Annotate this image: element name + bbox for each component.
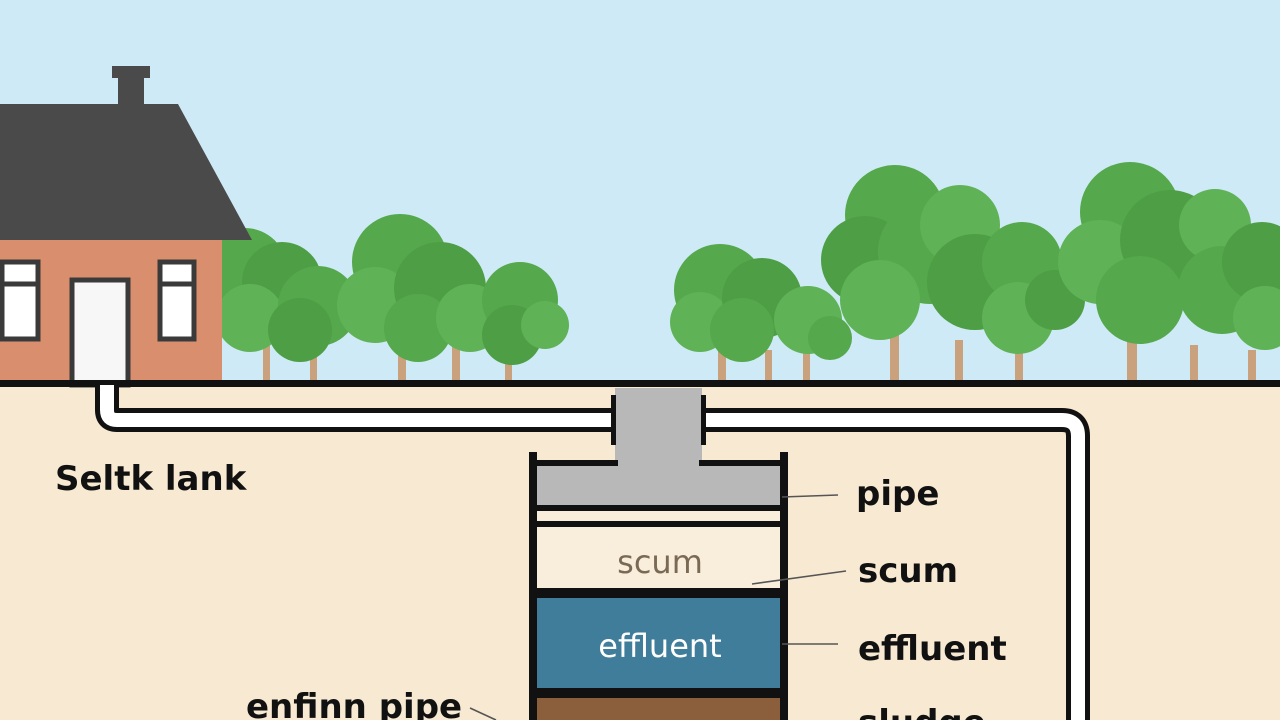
septic-tank xyxy=(529,452,788,720)
door xyxy=(69,277,131,388)
pipe-label: pipe xyxy=(856,474,939,514)
inlet-pipe-label: enfinn pipe xyxy=(246,687,462,720)
tank-riser xyxy=(615,388,702,468)
scum-layer-label: scum xyxy=(617,543,703,581)
roof xyxy=(0,104,252,240)
title-label: Seltk lank xyxy=(55,459,248,499)
sludge-layer xyxy=(537,698,780,720)
effluent-layer xyxy=(537,598,780,690)
leader-lines xyxy=(469,494,847,720)
effluent-label: effluent xyxy=(858,629,1007,669)
scum-label: scum xyxy=(858,551,958,591)
trees-left xyxy=(203,214,569,385)
scum-layer xyxy=(537,527,780,590)
chimney xyxy=(112,66,150,78)
outlet-pipe xyxy=(706,408,1090,720)
inlet-pipe xyxy=(95,385,612,432)
window-left xyxy=(0,259,41,342)
ground-line xyxy=(0,380,1280,387)
sludge-label: sludge xyxy=(858,703,986,720)
trees-right xyxy=(670,162,1280,385)
effluent-layer-label: effluent xyxy=(598,627,721,665)
window-right xyxy=(157,259,197,342)
